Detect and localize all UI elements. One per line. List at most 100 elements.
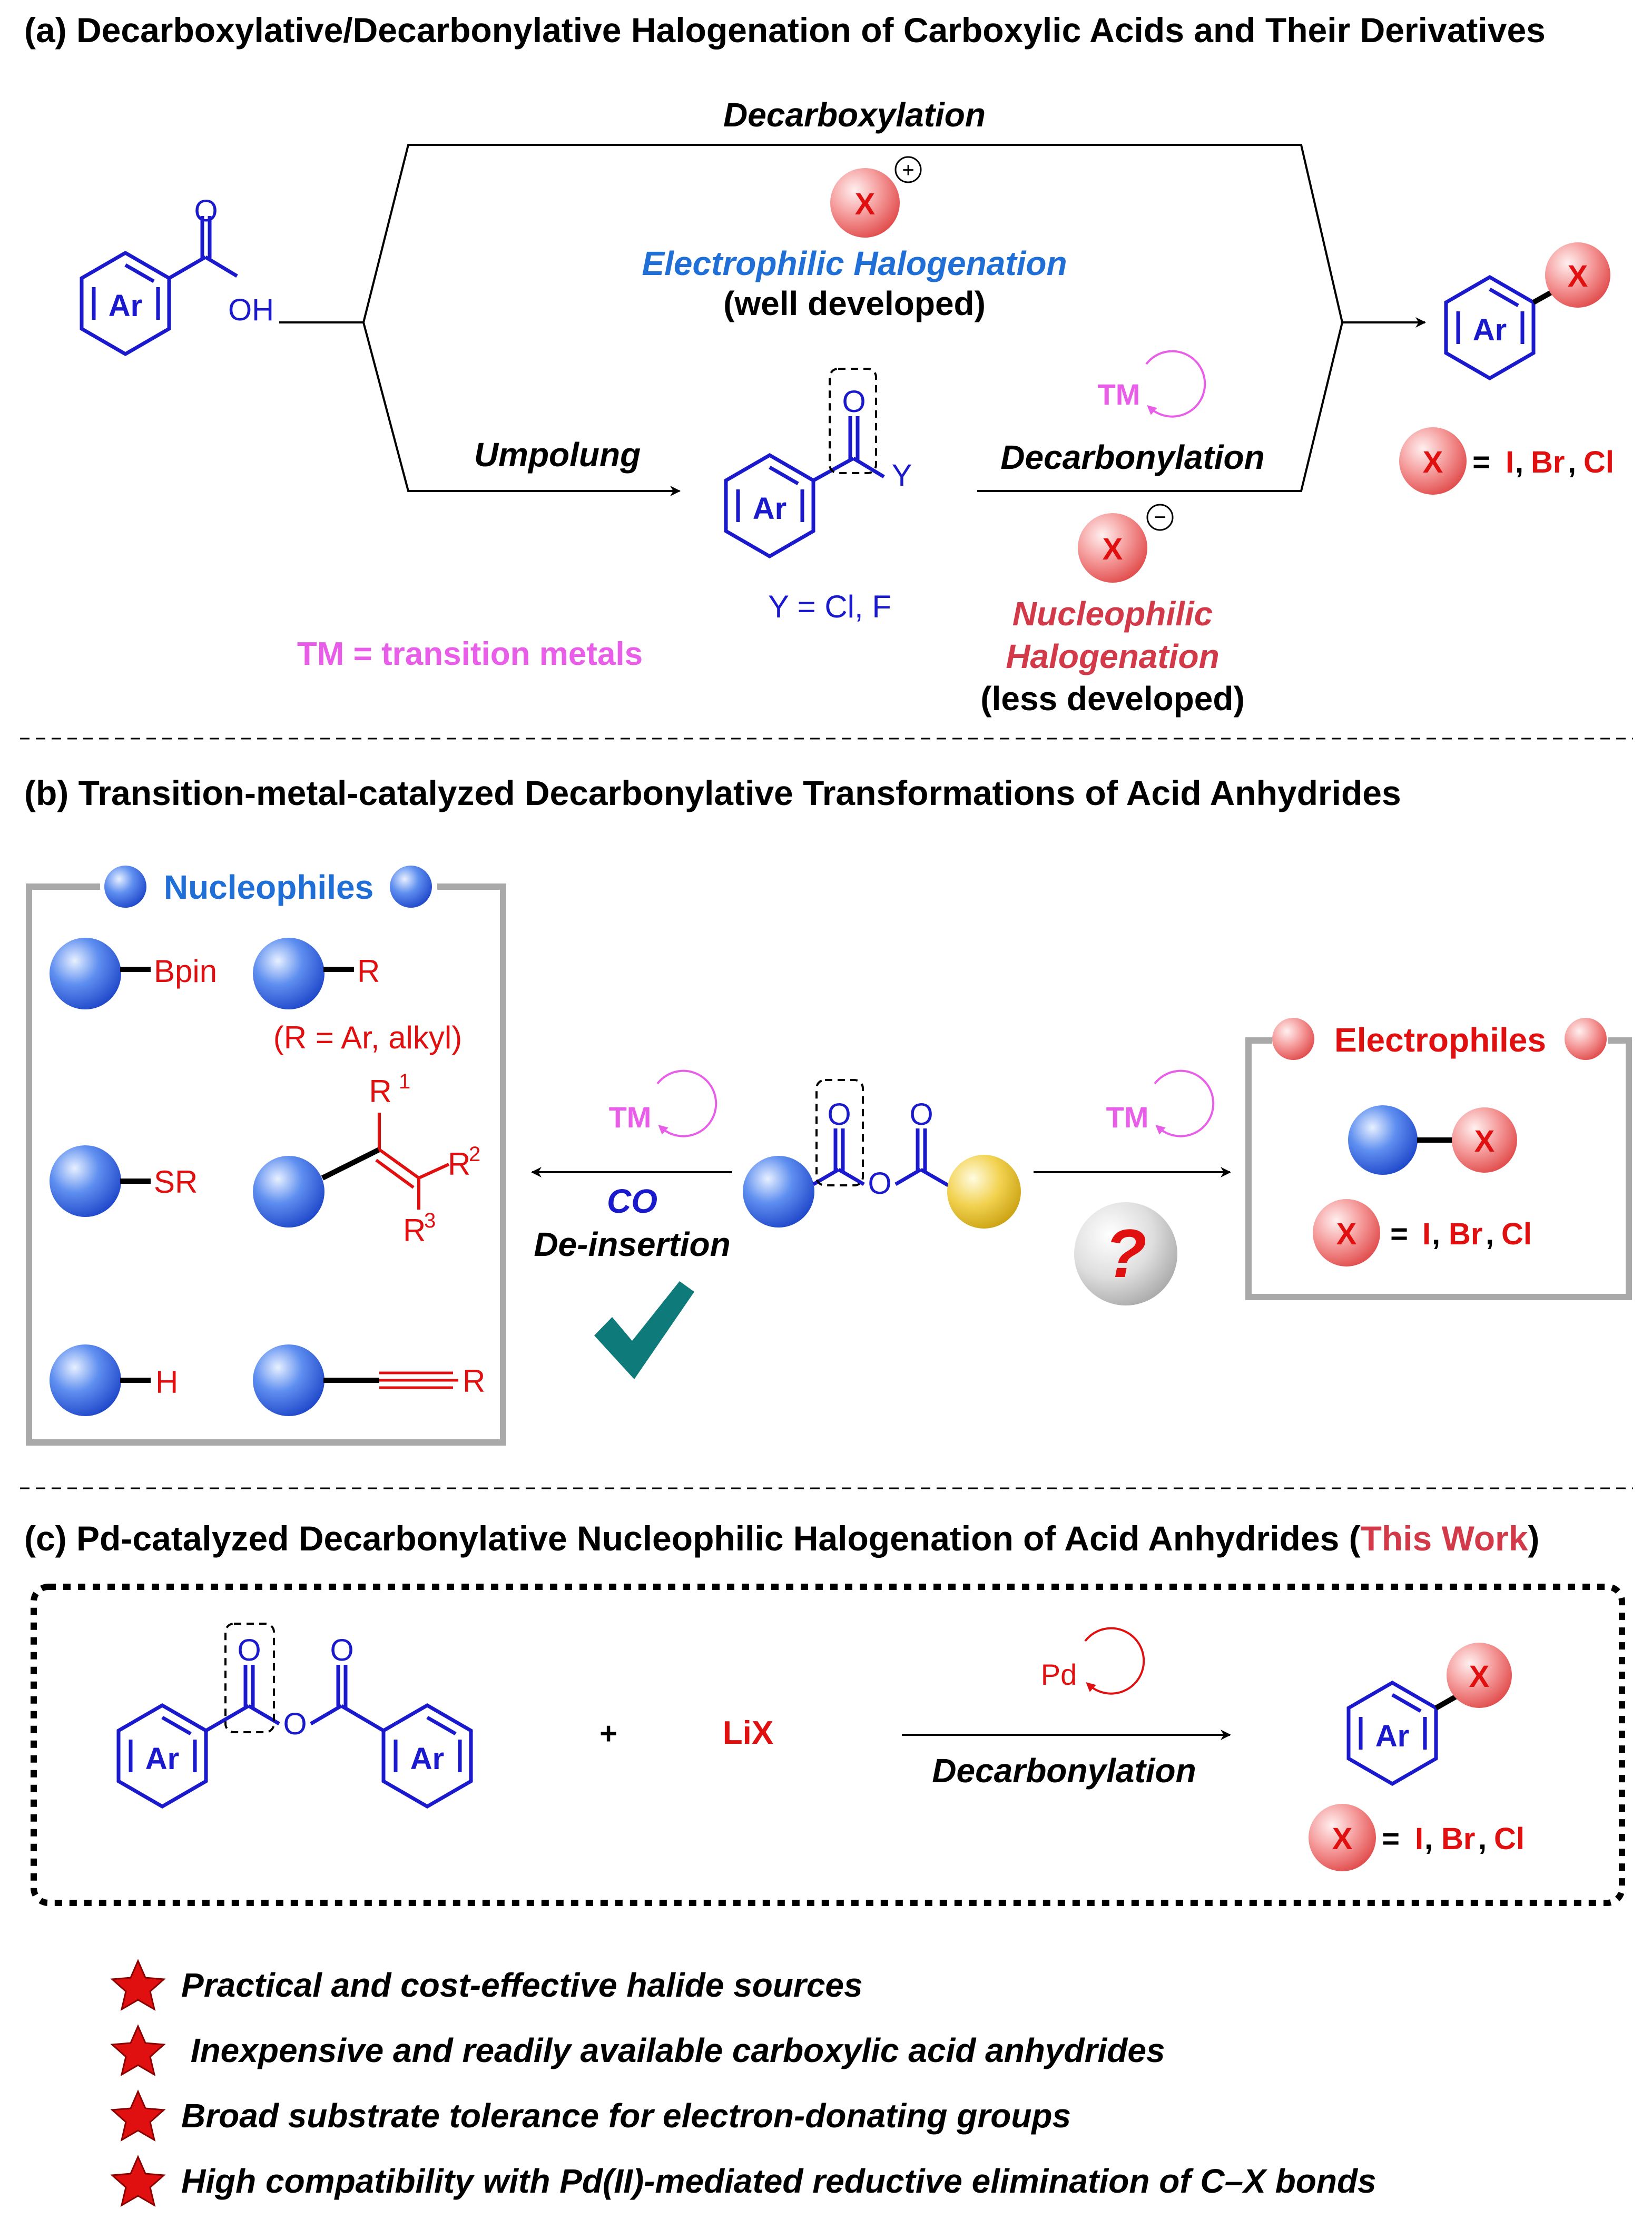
svg-text:X: X: [855, 187, 876, 221]
deinsertion-label: De-insertion: [534, 1225, 730, 1263]
benzoic-acid: [80, 216, 238, 357]
svg-text:,: ,: [1515, 445, 1523, 479]
halogenation-label: Halogenation: [1006, 637, 1219, 675]
svg-text:,: ,: [1424, 1822, 1433, 1856]
svg-text:R: R: [448, 1146, 470, 1182]
alkyne-nucleophile: R: [253, 1344, 485, 1416]
svg-text:X: X: [1474, 1124, 1495, 1158]
svg-text:Cl: Cl: [1501, 1217, 1532, 1251]
bridging-oxygen-label: O: [283, 1707, 307, 1741]
ar-label: Ar: [1473, 313, 1507, 347]
electrophiles-label: Electrophiles: [1334, 1021, 1546, 1059]
carbonyl-highlight-box: [815, 1079, 864, 1186]
branch-frame: [279, 144, 1343, 492]
carbonyl-oxygen-label: O: [827, 1097, 851, 1132]
svg-text:X: X: [1568, 259, 1588, 293]
y-substituent-label: Y: [892, 458, 912, 493]
feature-text: Inexpensive and readily available carbox…: [181, 2031, 1165, 2069]
title-this-work: This Work: [1361, 1519, 1528, 1558]
svg-text:X: X: [1332, 1822, 1353, 1856]
y-definition-label: Y = Cl, F: [768, 589, 891, 624]
svg-text:Br: Br: [1449, 1217, 1482, 1251]
feature-text: High compatibility with Pd(II)-mediated …: [181, 2162, 1376, 2200]
thiol-nucleophile: SR: [50, 1145, 198, 1217]
this-work-box: [31, 1584, 1625, 1906]
ball-icon: [104, 866, 146, 908]
hydroxyl-label: OH: [228, 293, 274, 327]
svg-text:=: =: [1472, 445, 1490, 479]
section-c: (c) Pd-catalyzed Decarbonylative Nucleop…: [24, 1519, 1625, 1906]
svg-text:X: X: [1336, 1217, 1357, 1251]
svg-text:=: =: [1390, 1217, 1408, 1251]
svg-text:I: I: [1415, 1822, 1423, 1856]
svg-text:,: ,: [1568, 445, 1576, 479]
halide-legend: X = I , Br , Cl: [1309, 1804, 1525, 1871]
well-developed-label: (well developed): [723, 284, 986, 322]
ball-icon: [390, 866, 432, 908]
ar-label: Ar: [410, 1742, 444, 1776]
tm-catalyst-icon: TM: [1106, 1069, 1215, 1137]
nucleophilic-label: Nucleophilic: [1012, 595, 1213, 633]
feature-item: Broad substrate tolerance for electron-d…: [110, 2089, 1071, 2142]
electrophiles-box: [1245, 1037, 1632, 1300]
ball-icon: [1272, 1018, 1314, 1060]
decarbonylation-label: Decarbonylation: [932, 1752, 1196, 1790]
ar-label: Ar: [1375, 1719, 1409, 1753]
tm-catalyst-icon: TM: [1098, 350, 1206, 418]
check-icon: [594, 1281, 694, 1379]
nucleophiles-box: [26, 883, 506, 1446]
svg-text:X: X: [1103, 532, 1123, 566]
ar-label: Ar: [753, 492, 786, 526]
star-icon: [110, 2155, 166, 2207]
ball-icon: [1565, 1018, 1607, 1060]
co-label: CO: [607, 1182, 657, 1220]
section-c-title: (c) Pd-catalyzed Decarbonylative Nucleop…: [24, 1519, 1539, 1558]
lix-reagent: LiX: [723, 1715, 773, 1751]
feature-item: Inexpensive and readily available carbox…: [110, 2024, 1165, 2077]
aryl-halide-product: [1444, 274, 1536, 381]
svg-text:TM: TM: [609, 1101, 652, 1134]
nucleophile-ball: [743, 1156, 814, 1228]
feature-text: Broad substrate tolerance for electron-d…: [181, 2097, 1071, 2135]
svg-text:,: ,: [1432, 1217, 1440, 1251]
electrophile-example: X: [1348, 1105, 1517, 1175]
plus-sign: +: [599, 1716, 617, 1751]
pd-catalyst-icon: Pd: [1041, 1627, 1145, 1695]
svg-text:X: X: [1423, 445, 1443, 479]
svg-text:Cl: Cl: [1494, 1822, 1525, 1856]
aryl-anhydride: [116, 1665, 473, 1809]
title-main: (c) Pd-catalyzed Decarbonylative Nucleop…: [24, 1519, 1361, 1558]
svg-text:,: ,: [1478, 1822, 1487, 1856]
svg-text:H: H: [155, 1364, 178, 1400]
ar-label: Ar: [109, 289, 142, 323]
hydride-nucleophile: H: [50, 1344, 178, 1416]
acyl-halide: [724, 416, 885, 559]
carbonyl-oxygen-label: O: [237, 1633, 261, 1667]
boronate-nucleophile: Bpin: [50, 938, 217, 1009]
umpolung-label: Umpolung: [474, 436, 641, 474]
organometallic-nucleophile: R (R = Ar, alkyl): [253, 938, 462, 1055]
svg-text:=: =: [1382, 1822, 1400, 1856]
feature-list: Practical and cost-effective halide sour…: [110, 1959, 1376, 2207]
x-ball: X: [1447, 1643, 1512, 1708]
x-ball: X: [1545, 242, 1610, 308]
section-b: (b) Transition-metal-catalyzed Decarbony…: [24, 773, 1632, 1446]
svg-text:?: ?: [1105, 1215, 1146, 1292]
svg-text:(R = Ar, alkyl): (R = Ar, alkyl): [273, 1020, 462, 1055]
alkene-nucleophile: R 1 R 2 R 3: [253, 1070, 480, 1248]
svg-text:SR: SR: [154, 1164, 198, 1200]
svg-text:−: −: [1154, 506, 1166, 529]
carbonyl-oxygen-label: O: [842, 385, 866, 419]
star-icon: [110, 1959, 166, 2011]
ar-label: Ar: [145, 1742, 179, 1776]
title-end: ): [1528, 1519, 1539, 1558]
aryl-halide-product: [1346, 1680, 1438, 1786]
tm-catalyst-icon: TM: [609, 1069, 717, 1137]
svg-text:R: R: [357, 954, 380, 989]
feature-item: Practical and cost-effective halide sour…: [110, 1959, 863, 2011]
svg-text:Br: Br: [1441, 1822, 1475, 1856]
carbonyl-highlight-box: [224, 1623, 275, 1733]
halide-legend: X = I , Br , Cl: [1399, 427, 1614, 495]
yellow-ball: [947, 1155, 1021, 1229]
